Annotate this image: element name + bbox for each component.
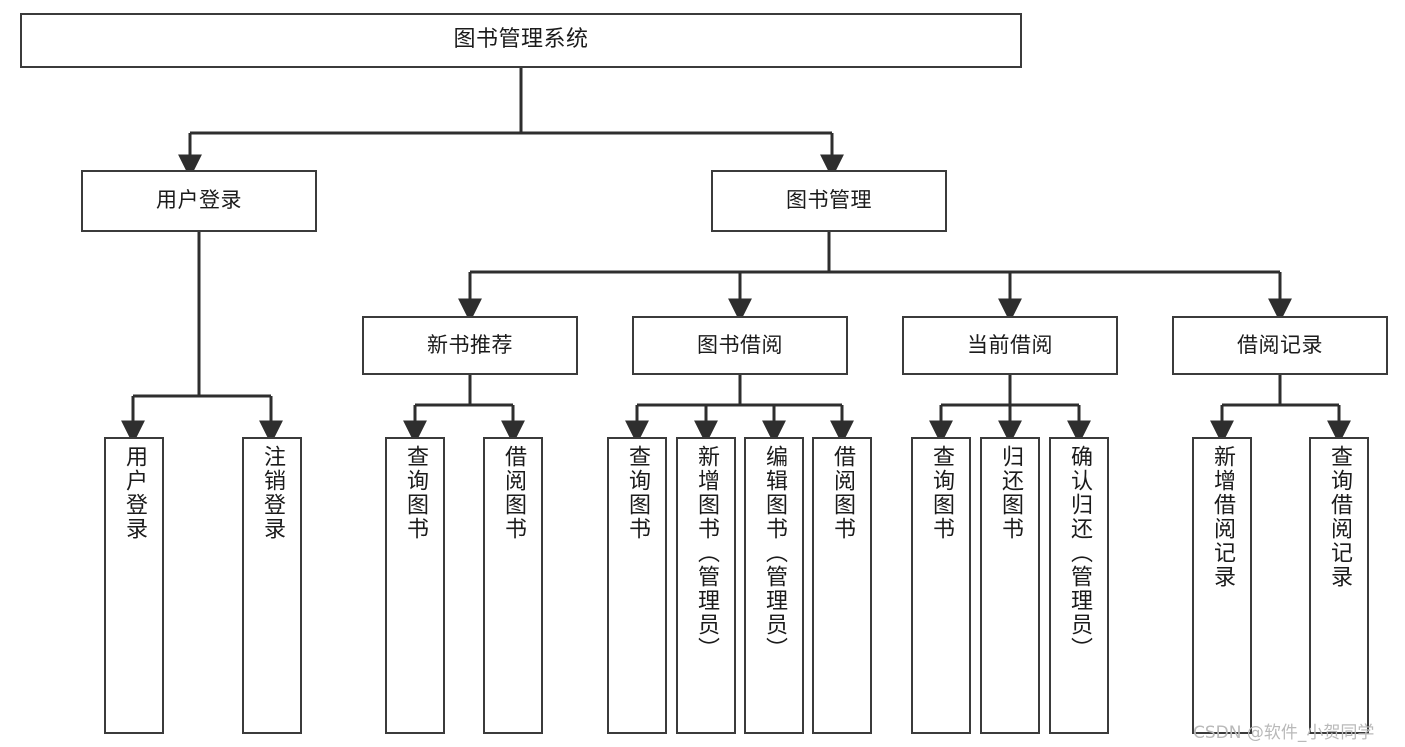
node-leaf-borrow-book-1-label: 借阅图书 <box>500 445 526 541</box>
node-leaf-confirm-return[interactable]: 确认归还（管理员） <box>1049 437 1109 734</box>
node-leaf-edit-book[interactable]: 编辑图书（管理员） <box>744 437 804 734</box>
node-current-borrow-label: 当前借阅 <box>967 332 1053 357</box>
node-leaf-query-book-3[interactable]: 查询图书 <box>911 437 971 734</box>
node-leaf-logout[interactable]: 注销登录 <box>242 437 302 734</box>
node-leaf-borrow-book-1[interactable]: 借阅图书 <box>483 437 543 734</box>
node-new-book-rec[interactable]: 新书推荐 <box>362 316 578 375</box>
node-new-book-rec-label: 新书推荐 <box>427 332 513 357</box>
node-book-borrow[interactable]: 图书借阅 <box>632 316 848 375</box>
node-leaf-add-book[interactable]: 新增图书（管理员） <box>676 437 736 734</box>
node-leaf-confirm-return-label: 确认归还（管理员） <box>1066 445 1092 661</box>
node-leaf-query-record-label: 查询借阅记录 <box>1326 445 1352 589</box>
node-leaf-query-book-2[interactable]: 查询图书 <box>607 437 667 734</box>
node-leaf-query-record[interactable]: 查询借阅记录 <box>1309 437 1369 734</box>
node-current-borrow[interactable]: 当前借阅 <box>902 316 1118 375</box>
node-root-label: 图书管理系统 <box>453 27 589 53</box>
node-leaf-return-book-label: 归还图书 <box>997 445 1023 541</box>
node-leaf-borrow-book-2[interactable]: 借阅图书 <box>812 437 872 734</box>
node-leaf-query-book-3-label: 查询图书 <box>928 445 954 541</box>
node-leaf-edit-book-label: 编辑图书（管理员） <box>761 445 787 661</box>
node-borrow-record[interactable]: 借阅记录 <box>1172 316 1388 375</box>
node-leaf-query-book-1-label: 查询图书 <box>402 445 428 541</box>
node-user-login[interactable]: 用户登录 <box>81 170 317 232</box>
node-borrow-record-label: 借阅记录 <box>1237 332 1323 357</box>
node-root[interactable]: 图书管理系统 <box>20 13 1022 68</box>
node-book-manage-label: 图书管理 <box>786 188 872 213</box>
node-leaf-borrow-book-2-label: 借阅图书 <box>829 445 855 541</box>
node-leaf-query-book-1[interactable]: 查询图书 <box>385 437 445 734</box>
node-user-login-label: 用户登录 <box>156 188 242 213</box>
node-leaf-user-login[interactable]: 用户登录 <box>104 437 164 734</box>
node-leaf-logout-label: 注销登录 <box>259 445 285 541</box>
node-leaf-user-login-label: 用户登录 <box>121 445 147 541</box>
node-book-borrow-label: 图书借阅 <box>697 332 783 357</box>
node-book-manage[interactable]: 图书管理 <box>711 170 947 232</box>
node-leaf-add-record-label: 新增借阅记录 <box>1209 445 1235 589</box>
node-leaf-add-record[interactable]: 新增借阅记录 <box>1192 437 1252 734</box>
node-leaf-query-book-2-label: 查询图书 <box>624 445 650 541</box>
node-leaf-add-book-label: 新增图书（管理员） <box>693 445 719 661</box>
node-leaf-return-book[interactable]: 归还图书 <box>980 437 1040 734</box>
watermark: CSDN @软件_小贺同学 <box>1193 723 1375 743</box>
